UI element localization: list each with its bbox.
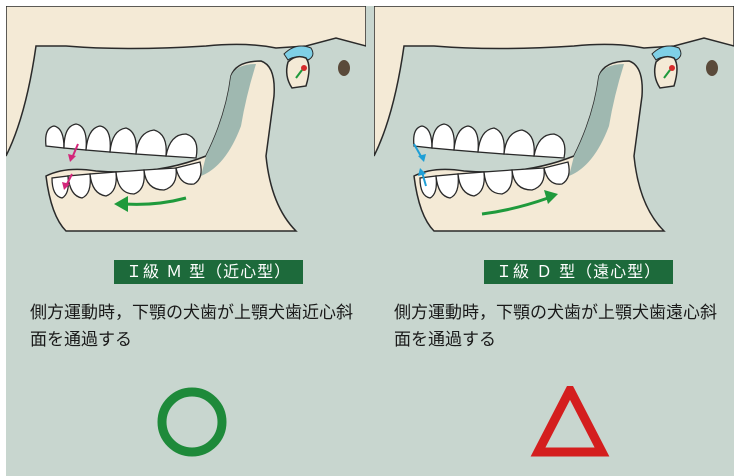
occlusion-description: 側方運動時，下顎の犬歯が上顎犬歯近心斜面を通過する: [30, 300, 360, 354]
panel-mesial-type: Ｉ級 Ｍ 型（近心型） 側方運動時，下顎の犬歯が上顎犬歯近心斜面を通過する: [6, 6, 366, 476]
circle-mark-icon: [6, 386, 366, 466]
triangle-mark-icon: [374, 386, 734, 466]
upper-teeth: [414, 124, 565, 158]
occlusion-description: 側方運動時，下顎の犬歯が上顎犬歯遠心斜面を通過する: [394, 300, 724, 354]
upper-teeth: [46, 124, 197, 158]
condyle: [287, 57, 309, 88]
panel-distal-type: Ｉ級 Ｄ 型（遠心型） 側方運動時，下顎の犬歯が上顎犬歯遠心斜面を通過する: [374, 6, 734, 476]
jaw-illustration-distal: [374, 6, 734, 236]
jaw-illustration-mesial: [6, 6, 366, 236]
diagram-frame: Ｉ級 Ｍ 型（近心型） 側方運動時，下顎の犬歯が上顎犬歯近心斜面を通過する: [6, 6, 734, 476]
ear-canal-icon: [338, 60, 350, 76]
occlusion-type-label: Ｉ級 Ｍ 型（近心型）: [114, 260, 303, 284]
occlusion-type-label: Ｉ級 Ｄ 型（遠心型）: [484, 260, 673, 284]
ear-canal-icon: [706, 60, 718, 76]
condyle: [655, 57, 677, 88]
